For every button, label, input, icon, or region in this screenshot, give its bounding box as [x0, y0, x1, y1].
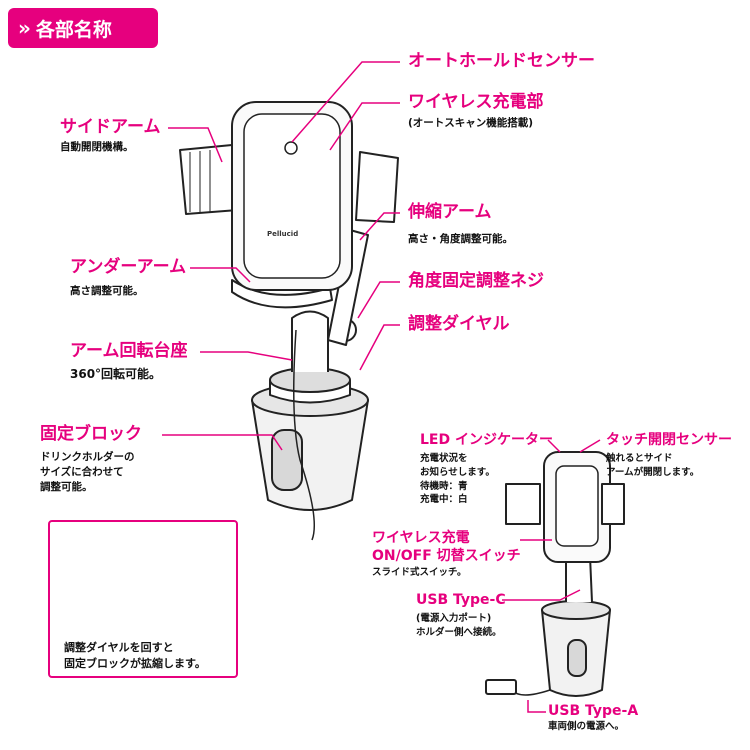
- section-title: 各部名称: [35, 18, 112, 41]
- inset-box: 調整ダイヤルを回すと 固定ブロックが拡縮します。: [48, 520, 238, 678]
- arm-base-label: アーム回転台座: [70, 341, 188, 361]
- usb-c-label: USB Type-C: [416, 592, 506, 608]
- auto-hold-sensor-dot: [284, 141, 298, 155]
- touch-sensor-note: 触れるとサイド アームが開閉します。: [606, 453, 700, 478]
- led-note: 充電状況を お知らせします。 待機時：青 充電中：白: [420, 453, 495, 506]
- wireless-charging-note: (オートスキャン機能搭載): [408, 117, 534, 129]
- side-arm-label: サイドアーム: [60, 117, 161, 137]
- side-arm-note: 自動開閉機構。: [60, 141, 134, 153]
- leader-lines: [162, 61, 601, 713]
- auto-hold-sensor-label: オートホールドセンサー: [408, 51, 595, 71]
- under-arm-shape: [231, 279, 333, 309]
- dial-label: 調整ダイヤル: [408, 314, 510, 334]
- cable: [293, 329, 316, 541]
- fixed-block-shape: [271, 429, 303, 491]
- usb-a-note: 車両側の電源へ。: [548, 721, 625, 732]
- usb-a-plug: [485, 679, 517, 695]
- angle-screw-label: 角度固定調整ネジ: [408, 271, 544, 291]
- wireless-switch-label: ワイヤレス充電 ON/OFF 切替スイッチ: [372, 530, 521, 564]
- telescopic-arm-label: 伸縮アーム: [408, 202, 492, 222]
- telescopic-arm-note: 高さ・角度調整可能。: [408, 233, 513, 245]
- wireless-charging-label: ワイヤレス充電部: [408, 92, 544, 112]
- side-arm-right: [355, 151, 399, 223]
- section-header: » 各部名称: [8, 8, 158, 48]
- usb-c-note: (電源入力ポート) ホルダー側へ接続。: [416, 613, 502, 638]
- fixed-block-note: ドリンクホルダーの サイズに合わせて 調整可能。: [40, 451, 135, 494]
- usb-a-label: USB Type-A: [548, 703, 639, 719]
- phone-brand-mark: Pellucid: [267, 230, 299, 238]
- inset-note: 調整ダイヤルを回すと 固定ブロックが拡縮します。: [64, 641, 206, 670]
- touch-sensor-label: タッチ開閉センサー: [606, 432, 732, 448]
- wireless-switch-note: スライド式スイッチ。: [372, 567, 467, 578]
- under-arm-note: 高さ調整可能。: [70, 285, 144, 297]
- side-arm-left: [179, 144, 239, 215]
- mini-product: [485, 451, 625, 697]
- arm-base-note: 360°回転可能。: [70, 367, 162, 381]
- led-label: LED インジケーター: [420, 432, 553, 448]
- under-arm-label: アンダーアーム: [70, 257, 187, 277]
- chevron-icon: »: [18, 16, 31, 40]
- fixed-block-label: 固定ブロック: [40, 424, 142, 444]
